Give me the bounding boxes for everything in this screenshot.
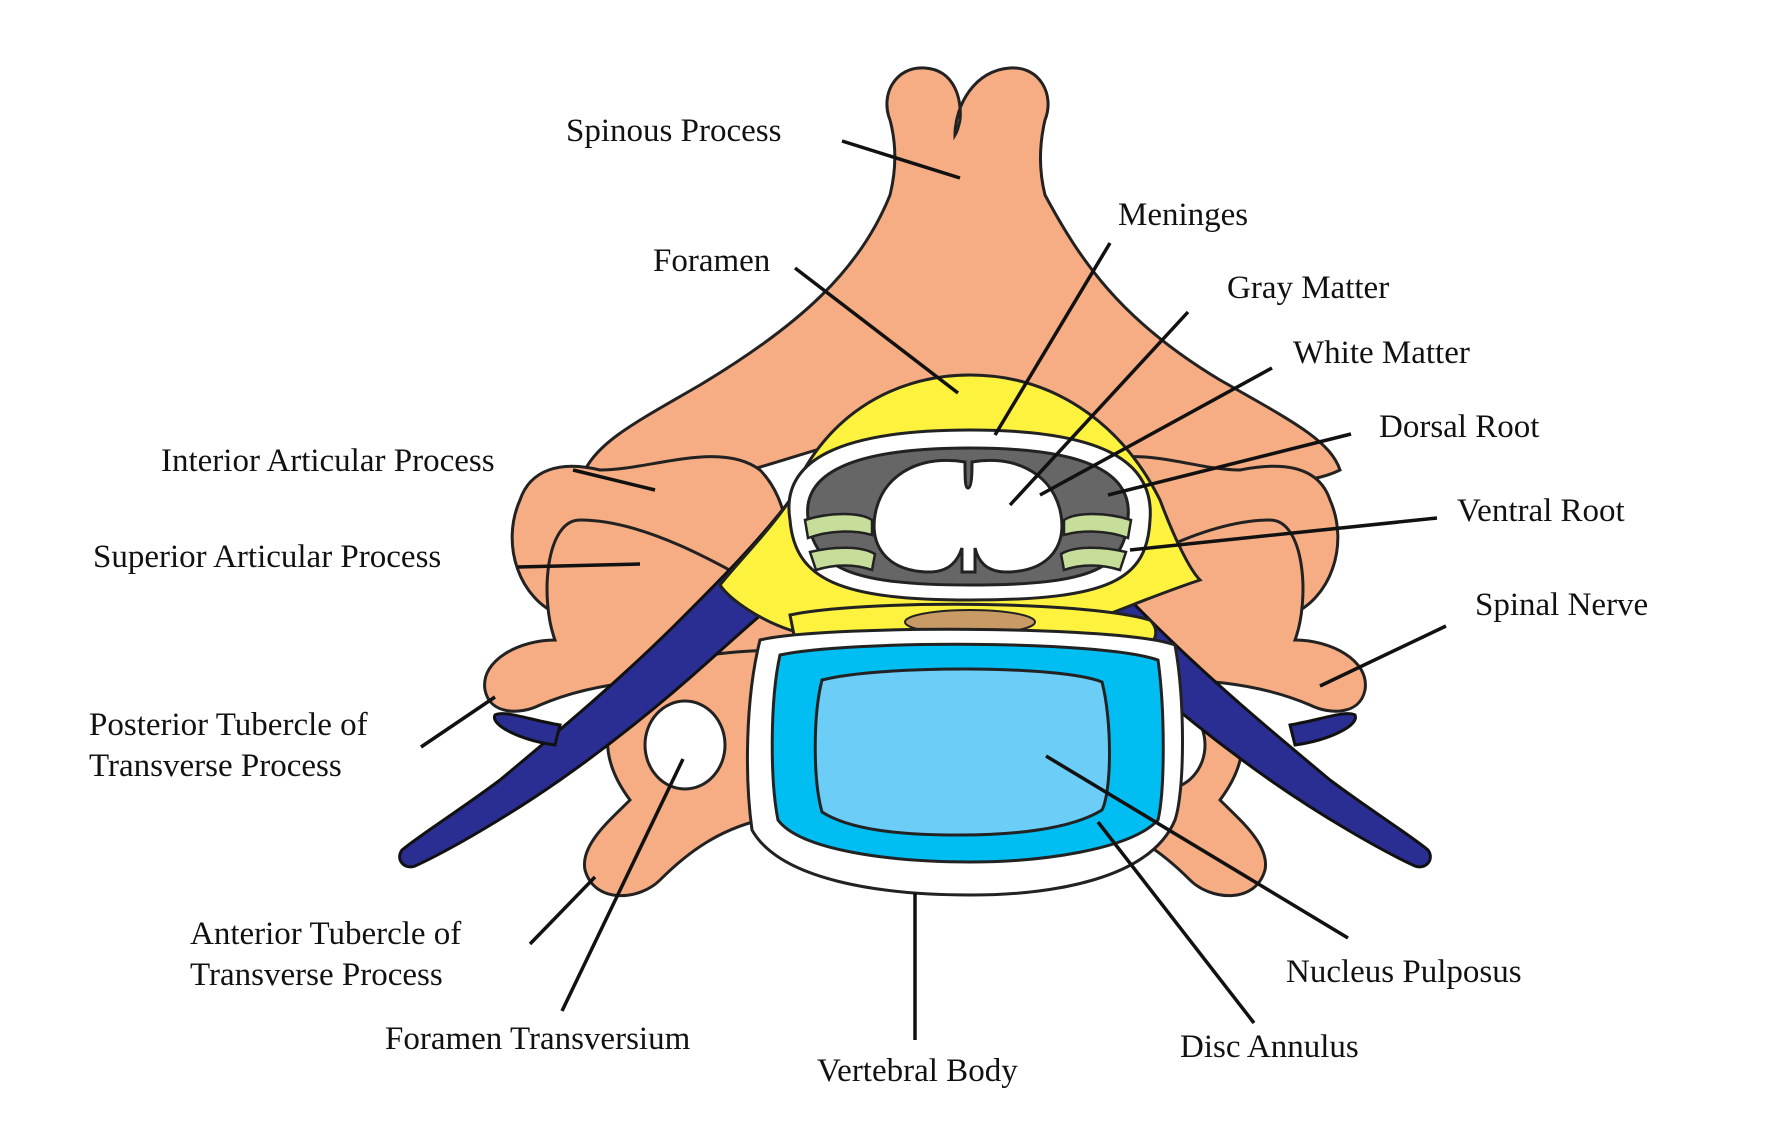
- label-posterior-tubercle-line1: Posterior Tubercle of: [89, 707, 368, 743]
- leader-gray-matter: [1008, 310, 1190, 507]
- label-white-matter: White Matter: [1293, 335, 1470, 371]
- nucleus-pulposus-shape: [813, 667, 1111, 837]
- vertebral-body: [745, 602, 1184, 897]
- label-disc-annulus: Disc Annulus: [1180, 1029, 1359, 1065]
- leader-interior-articular-process: [572, 468, 656, 492]
- label-spinal-nerve: Spinal Nerve: [1475, 587, 1648, 623]
- label-foramen: Foramen: [653, 243, 770, 279]
- label-meninges: Meninges: [1118, 197, 1248, 233]
- leader-foramen-transversium: [560, 758, 685, 1012]
- labels: Spinous Process Meninges Foramen Gray Ma…: [89, 113, 1648, 1089]
- leader-lines: [420, 139, 1447, 1040]
- spinal-cord: [787, 428, 1152, 602]
- label-posterior-tubercle-line2: Transverse Process: [89, 748, 342, 784]
- label-nucleus-pulposus: Nucleus Pulposus: [1286, 954, 1522, 990]
- label-anterior-tubercle-line2: Transverse Process: [190, 957, 443, 993]
- right-nerve-branch: [1288, 712, 1357, 747]
- left-foramen-transversium: [643, 699, 727, 791]
- left-ventral-root: [808, 546, 877, 572]
- leader-white-matter: [1039, 366, 1273, 497]
- leader-meninges: [993, 242, 1112, 436]
- leader-dorsal-root: [1107, 432, 1352, 497]
- left-nerve-branch: [493, 712, 562, 747]
- gray-matter-shape: [872, 458, 1064, 574]
- leader-disc-annulus: [1096, 820, 1256, 1025]
- leader-anterior-tubercle: [528, 875, 597, 946]
- leader-spinous-process: [841, 139, 961, 180]
- label-ventral-root: Ventral Root: [1457, 493, 1625, 529]
- label-anterior-tubercle-line1: Anterior Tubercle of: [190, 916, 461, 952]
- leader-posterior-tubercle: [420, 695, 496, 749]
- label-foramen-transversium: Foramen Transversium: [385, 1021, 691, 1057]
- right-ventral-root: [1059, 546, 1128, 572]
- leader-ventral-root: [1129, 516, 1438, 552]
- label-gray-matter: Gray Matter: [1227, 270, 1389, 306]
- leader-spinal-nerve: [1319, 624, 1447, 688]
- left-spinal-nerve: [398, 497, 833, 869]
- label-spinous-process: Spinous Process: [566, 113, 781, 149]
- label-dorsal-root: Dorsal Root: [1379, 409, 1539, 445]
- right-dorsal-root: [1062, 512, 1133, 540]
- label-interior-articular-process: Interior Articular Process: [161, 443, 495, 479]
- leader-superior-articular-process: [517, 562, 641, 569]
- label-vertebral-body: Vertebral Body: [817, 1053, 1018, 1089]
- left-dorsal-root: [803, 512, 874, 540]
- label-superior-articular-process: Superior Articular Process: [93, 539, 441, 575]
- leader-foramen: [793, 266, 960, 395]
- leader-nucleus-pulposus: [1045, 754, 1349, 940]
